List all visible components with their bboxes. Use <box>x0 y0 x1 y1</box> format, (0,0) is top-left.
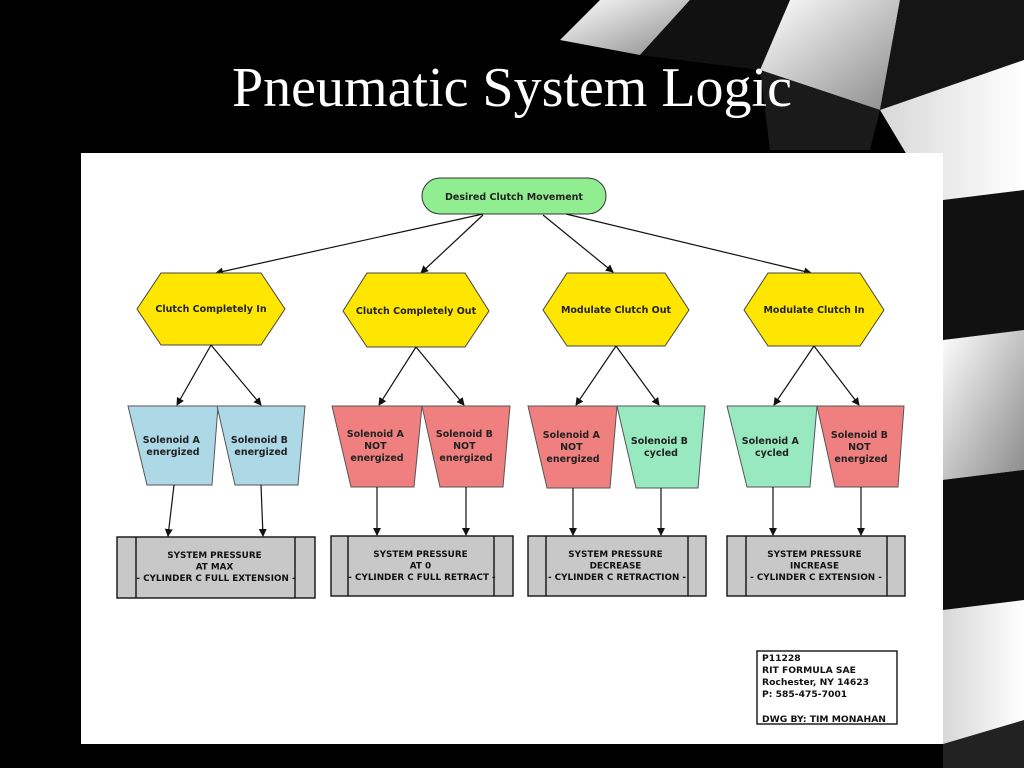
solenoid-b-label-3: Solenoid B cycled <box>631 436 691 459</box>
solenoid-a-node-2 <box>331 405 423 488</box>
diagram-panel: Desired Clutch Movement Clutch Completel… <box>81 153 943 744</box>
root-node: Desired Clutch Movement <box>421 177 607 215</box>
root-label: Desired Clutch Movement <box>445 192 583 203</box>
arrow-decision-4-to-solenoid-b <box>813 345 860 406</box>
branch-2: Clutch Completely Out Solenoid A NOT ene… <box>330 272 514 597</box>
solenoid-b-label-1: Solenoid B energized <box>231 435 291 458</box>
branch-4: Modulate Clutch In Solenoid A cycled Sol… <box>726 272 906 597</box>
flowchart: Desired Clutch Movement Clutch Completel… <box>116 177 906 725</box>
slide-title: Pneumatic System Logic <box>232 57 792 119</box>
solenoid-b-node-4 <box>816 405 905 488</box>
solenoid-b-node-3 <box>616 405 706 489</box>
arrow-root-to-decision-4 <box>565 213 812 276</box>
solenoid-b-node-2 <box>421 405 511 488</box>
solenoid-a-node-4 <box>726 405 818 488</box>
solenoid-b-label-2: Solenoid B NOT energized <box>436 429 496 464</box>
solenoid-a-label-3: Solenoid A NOT energized <box>543 430 603 465</box>
title-block-text: P11228 RIT FORMULA SAE Rochester, NY 146… <box>762 653 886 725</box>
arrow-root-to-decision-1 <box>215 213 484 276</box>
root-connectors <box>215 213 812 276</box>
solenoid-a-node-3 <box>527 405 618 489</box>
arrow-decision-4-to-solenoid-a <box>773 345 815 406</box>
arrow-decision-3-to-solenoid-a <box>575 345 617 406</box>
decision-label-2: Clutch Completely Out <box>356 306 477 317</box>
arrow-decision-1-to-solenoid-a <box>176 344 212 406</box>
arrow-root-to-decision-3 <box>542 214 614 273</box>
arrow-root-to-decision-2 <box>420 214 484 274</box>
arrow-decision-2-to-solenoid-a <box>378 346 417 406</box>
decision-node-2 <box>342 272 490 348</box>
arrow-decision-2-to-solenoid-b <box>415 346 465 406</box>
title-block: P11228 RIT FORMULA SAE Rochester, NY 146… <box>756 650 898 725</box>
result-label-3: SYSTEM PRESSURE DECREASE - CYLINDER C RE… <box>548 550 686 583</box>
arrow-decision-1-to-solenoid-b <box>210 344 262 406</box>
result-node-4: SYSTEM PRESSURE INCREASE - CYLINDER C EX… <box>726 535 906 597</box>
branch-3: Modulate Clutch Out Solenoid A NOT energ… <box>527 272 707 597</box>
result-label-2: SYSTEM PRESSURE AT 0 - CYLINDER C FULL R… <box>348 550 496 583</box>
decision-node-3 <box>542 272 690 347</box>
arrow-solenoid-a-1-to-result <box>164 484 175 537</box>
arrow-decision-3-to-solenoid-b <box>615 345 660 406</box>
solenoid-b-node-1 <box>216 405 306 486</box>
result-node-1: SYSTEM PRESSURE AT MAX - CYLINDER C FULL… <box>116 536 316 599</box>
result-node-2: SYSTEM PRESSURE AT 0 - CYLINDER C FULL R… <box>330 535 514 597</box>
solenoid-b-label-4: Solenoid B NOT energized <box>831 430 891 465</box>
decision-label-4: Modulate Clutch In <box>763 305 864 316</box>
result-node-3: SYSTEM PRESSURE DECREASE - CYLINDER C RE… <box>527 535 707 597</box>
result-label-4: SYSTEM PRESSURE INCREASE - CYLINDER C EX… <box>750 550 882 583</box>
solenoid-a-label-4: Solenoid A cycled <box>742 436 802 459</box>
decision-node-4 <box>743 272 885 347</box>
decision-label-3: Modulate Clutch Out <box>561 305 672 316</box>
arrow-solenoid-b-1-to-result <box>258 484 267 537</box>
decision-node-1 <box>136 272 286 346</box>
solenoid-a-node-1 <box>127 405 219 486</box>
result-label-1: SYSTEM PRESSURE AT MAX - CYLINDER C FULL… <box>136 551 296 584</box>
solenoid-a-label-1: Solenoid A energized <box>143 435 203 458</box>
branch-1: Clutch Completely In Solenoid A energize… <box>116 272 316 599</box>
decision-label-1: Clutch Completely In <box>155 304 266 315</box>
solenoid-a-label-2: Solenoid A NOT energized <box>347 429 407 464</box>
